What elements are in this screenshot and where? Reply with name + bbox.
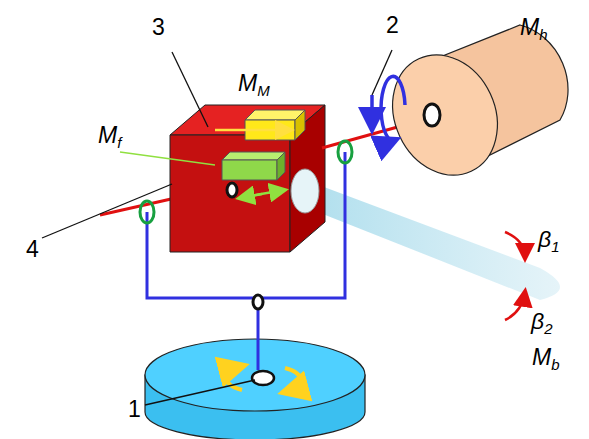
callout-number: 3	[152, 16, 165, 39]
callout-number: 1	[128, 398, 141, 421]
callout-number: 2	[386, 14, 399, 37]
callout-number: 4	[26, 238, 39, 261]
mass-label: Mb	[532, 346, 560, 372]
mass-label: Mh	[520, 16, 548, 42]
mass-label: MM	[238, 72, 270, 98]
mass-label: Mf	[98, 124, 121, 150]
angle-label: β1	[538, 228, 559, 254]
angle-label: β2	[531, 310, 552, 336]
